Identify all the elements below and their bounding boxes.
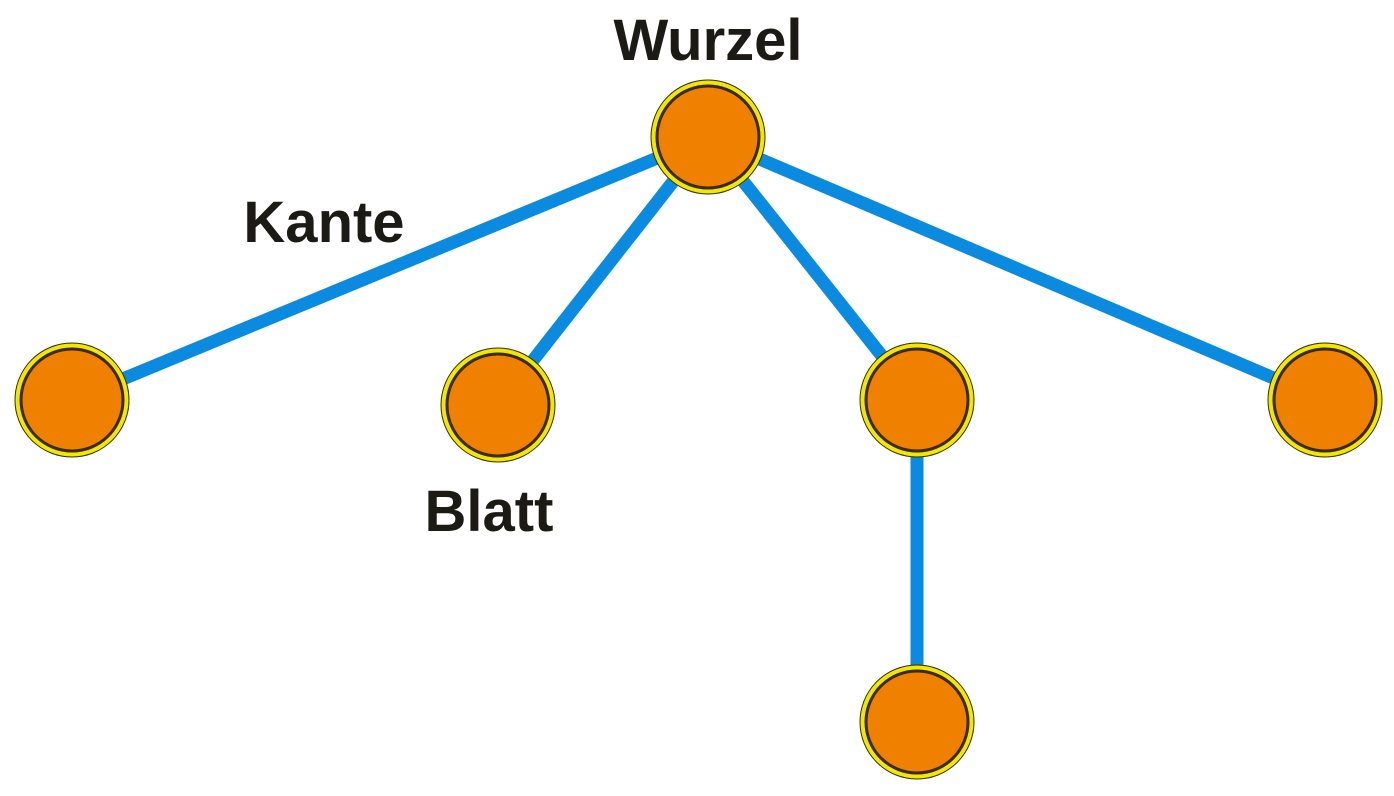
labels: Wurzel Kante Blatt	[243, 8, 802, 544]
node-root	[650, 79, 766, 195]
node-child-2	[440, 347, 556, 463]
label-edge: Kante	[243, 190, 404, 255]
node-child-1	[14, 342, 130, 458]
node-child-3	[859, 342, 975, 458]
edge-root-child-4	[705, 131, 1328, 406]
label-leaf: Blatt	[425, 479, 554, 544]
node-child-4	[1267, 342, 1383, 458]
edge-root-child-1	[69, 130, 711, 407]
label-root: Wurzel	[613, 8, 802, 73]
node-grandchild-1	[859, 664, 975, 780]
nodes	[14, 79, 1383, 780]
